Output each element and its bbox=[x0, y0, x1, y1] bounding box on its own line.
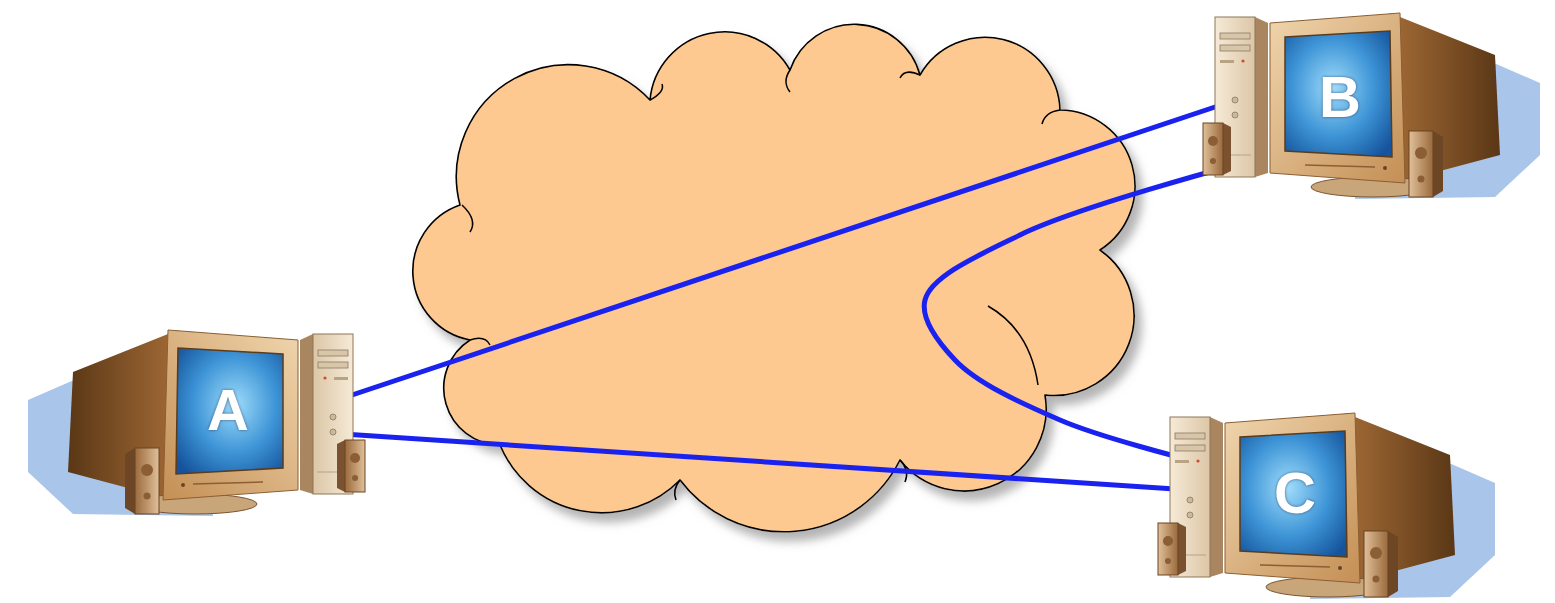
network-link bbox=[328, 97, 1245, 403]
computer-illustration bbox=[1195, 5, 1540, 200]
computer-letter: B bbox=[1319, 68, 1361, 126]
cloud-outline bbox=[413, 24, 1135, 531]
computer-letter: C bbox=[1274, 464, 1316, 522]
computer-illustration bbox=[1150, 405, 1495, 600]
computer-node: C bbox=[1150, 405, 1495, 600]
computer-node: A bbox=[28, 322, 373, 517]
cloud bbox=[413, 24, 1135, 531]
computer-letter: A bbox=[207, 381, 249, 439]
computer-illustration bbox=[28, 322, 373, 517]
cloud-inner-curves bbox=[462, 70, 1060, 500]
computer-node: B bbox=[1195, 5, 1540, 200]
computer-icon bbox=[1158, 413, 1495, 599]
computer-icon bbox=[1203, 13, 1540, 199]
computer-icon bbox=[28, 330, 365, 516]
network-link bbox=[328, 433, 1190, 490]
network-link bbox=[924, 165, 1235, 460]
